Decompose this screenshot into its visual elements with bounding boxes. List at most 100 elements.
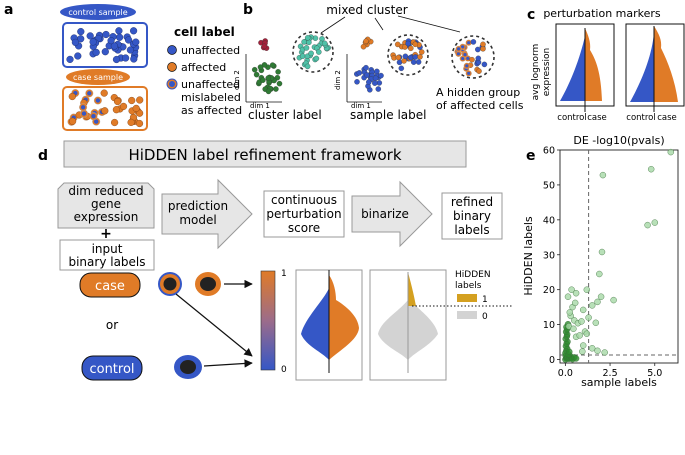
c-ylabel-line2: expression [542,48,552,97]
scatter-point [594,298,601,306]
scatter-title: DE -log10(pvals) [573,134,664,147]
scatter-point [610,296,617,304]
y-tick-label: 30 [543,250,555,261]
c-plot2-xlabel-case: case [657,113,677,123]
arrow-control [203,359,253,368]
b2-cells [354,36,425,93]
c-plot1-xlabel-control: control [557,113,586,123]
scatter-point [599,171,607,179]
legend-mislabeled-line1: unaffected [181,78,240,91]
scatter-point [578,318,585,325]
b1-cells [251,34,331,95]
refined-labels-box [441,192,503,240]
binary-violin-grey-right [408,306,438,360]
sample-blue-dot [354,79,360,85]
cluster-teal-dot [319,36,325,42]
sample-blue-dot [366,79,372,85]
control-cell-dot [89,38,97,46]
affected-cell-dot [112,106,121,114]
cluster-green-dot [257,64,264,70]
scatter-chart: DE -log10(pvals) sample labels HiDDEN la… [522,134,679,389]
control-cell-dot [121,54,130,62]
case-sample-oval [66,69,130,85]
affected-cell-dot [119,102,128,111]
sample-mixed-dot [402,53,409,60]
cluster-teal-dot [316,49,322,55]
scatter-point [596,270,603,278]
scatter-point [580,342,587,349]
b1-dim2-label: dim 2 [233,70,241,90]
panel-label-d: d [38,148,48,164]
c-plot1-left-half [560,36,585,101]
sample-blue-dot [372,75,379,81]
scatter-point [583,330,590,337]
cluster-green-dot [273,86,279,92]
case-cell-unaffected-nucleus [163,277,177,291]
mislabeled-cell-core [80,105,86,110]
scatter-point [576,332,583,339]
perturbation-score-box [263,190,345,238]
scatter-point [585,314,592,321]
cluster-label-caption: cluster label [248,108,322,122]
y-tick-label: 0 [549,355,555,366]
hidden-affected-core [461,45,465,49]
hidden-affected-core [457,47,461,51]
scatter-point [667,148,674,156]
sample-mixed-dot [395,54,402,61]
panel-label-c: c [527,7,535,23]
mixed-dot [470,39,477,45]
legend-mislabeled-core [169,81,175,87]
binarize-arrow [351,180,433,248]
hidden-affected-core [467,41,471,45]
c-ylabel-line1: avg lognorm [531,44,541,101]
sample-blue-dot [372,80,378,86]
hidden-affected-core [467,71,471,75]
refined-labels-line1: refined [451,195,493,209]
c-plot2-frame [625,23,685,107]
control-cell-dot [66,55,74,64]
sample-orange-dot [360,43,367,50]
scatter-point [566,309,573,316]
cluster-green-dot [260,77,266,83]
control-sample-oval [60,4,136,20]
control-cell-nucleus [180,360,196,374]
framework-banner-text: HiDDEN label refinement framework [128,146,401,164]
cluster-green-dot [251,66,258,73]
input-labels-line2: binary labels [68,255,145,269]
control-cell-dot [101,48,109,56]
control-cell-dot [107,36,115,45]
control-cell-dot [115,33,124,41]
y-tick-label: 20 [543,285,555,296]
case-pill-text: case [95,279,125,294]
c-plot1-xlabel-case: case [587,113,607,123]
control-cell-dot [71,38,80,47]
cluster-teal-dot [299,53,306,59]
mixed-cluster-label: mixed cluster [326,3,407,17]
x-tick-label: 2.5 [603,368,618,379]
sample-blue-dot [374,68,380,75]
gene-expression-line2: gene [91,197,121,211]
cluster-teal-dot [303,45,310,51]
control-cells [66,27,140,64]
scatter-point [601,349,608,356]
mislabeled-cell-core [95,98,101,103]
mixed-cluster-pointer-1 [320,16,346,34]
cell-label-legend-title: cell label [174,25,235,39]
cluster-teal-dot [313,55,320,62]
gene-expression-line1: dim reduced [68,184,143,198]
b2-mixed-cluster-circle [387,34,429,76]
mixed-cluster-pointer-3 [397,15,461,33]
refined-labels-line3: labels [454,223,489,237]
y-tick-label: 60 [543,146,555,157]
legend-affected-marker [167,62,177,72]
mislabeled-cell-core [87,91,92,96]
framework-banner [63,140,467,168]
legend-mislabeled-line2: mislabeled [181,91,241,104]
binary-violin-grey-left [378,300,408,360]
legend-affected-text: affected [181,61,226,74]
scatter-point [566,348,573,355]
sample-blue-dot [356,70,363,76]
affected-cell-dot [127,118,135,127]
control-cell-dot [77,28,85,36]
case-sample-text: case sample [73,73,123,82]
